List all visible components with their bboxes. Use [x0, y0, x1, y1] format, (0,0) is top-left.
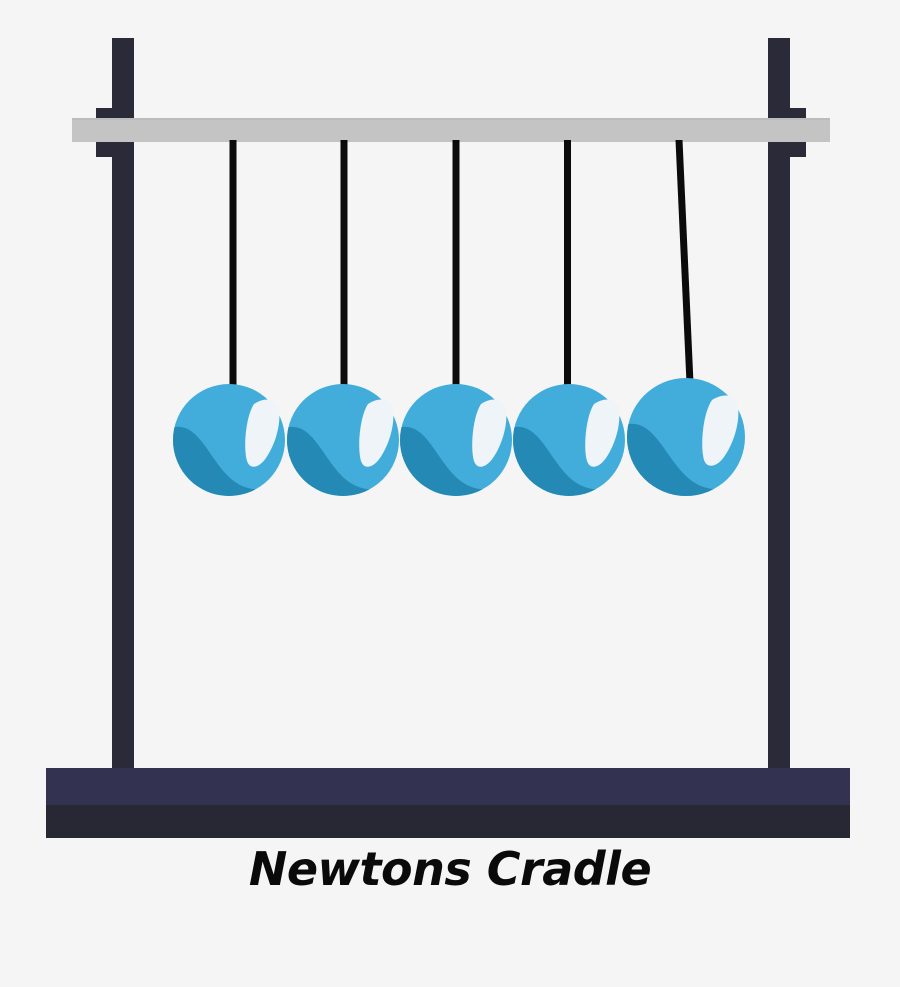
ball-4-shadow-wave: [513, 426, 625, 496]
right-post-notch-lower: [789, 142, 806, 157]
right-post-notch-upper: [789, 108, 806, 120]
ball-2: [287, 384, 399, 496]
ball-5-shadow-wave: [627, 423, 745, 496]
ball-3: [400, 384, 512, 496]
string-3: [452, 140, 460, 394]
right-post: [768, 38, 806, 778]
string-5: [675, 140, 694, 383]
ball-2-shadow-wave: [287, 426, 399, 496]
base-top-band: [46, 768, 850, 805]
ball-1-shadow-wave: [173, 426, 285, 496]
ball-1: [173, 384, 285, 496]
left-post-column: [112, 38, 134, 778]
ball-4-highlight: [585, 399, 620, 467]
ball-5-highlight: [702, 395, 739, 466]
top-rail-edge-highlight: [72, 118, 830, 120]
string-4: [564, 140, 571, 394]
left-post-notch-lower: [96, 142, 113, 157]
base-plinth: [46, 768, 850, 838]
ball-1-highlight: [245, 399, 280, 467]
frame-structure: [72, 38, 830, 778]
illustration-caption: Newtons Cradle: [248, 842, 652, 896]
top-rail-bar: [72, 118, 830, 142]
ball-5: [627, 378, 745, 496]
ball-2-highlight: [359, 399, 394, 467]
top-rail: [72, 118, 830, 142]
string-1: [229, 140, 237, 394]
base-bottom-band: [46, 805, 850, 838]
pendulum-balls: [173, 378, 745, 496]
left-post-notch-upper: [96, 108, 113, 120]
pendulum-strings: [229, 140, 694, 394]
left-post: [96, 38, 134, 778]
ball-4: [513, 384, 625, 496]
string-2: [340, 140, 348, 394]
ball-3-highlight: [472, 399, 507, 467]
right-post-column: [768, 38, 790, 778]
ball-3-shadow-wave: [400, 426, 512, 496]
